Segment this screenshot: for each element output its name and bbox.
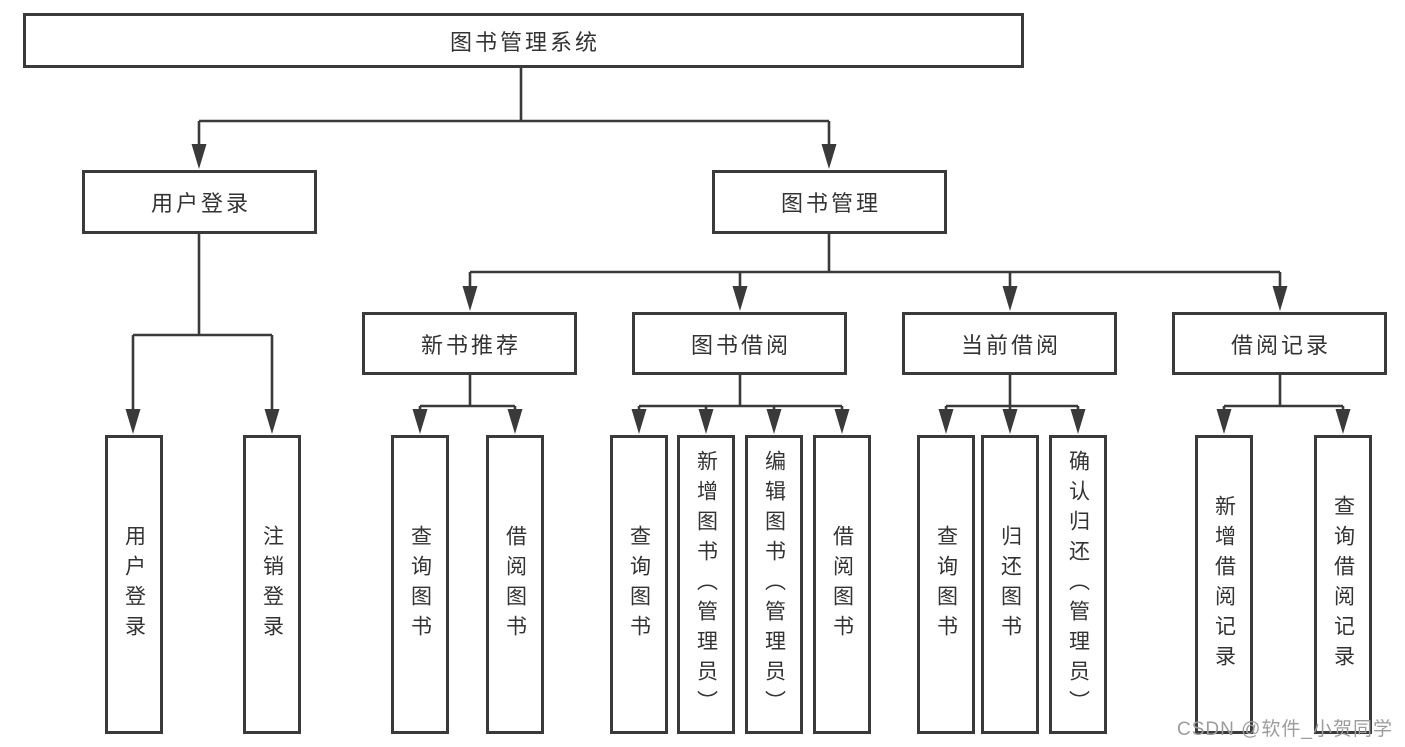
node-user-login-group: 用户登录	[82, 170, 317, 234]
arrowheads	[125, 144, 1351, 434]
leaf-query-books-current: 查询图书	[917, 435, 975, 734]
node-current-borrowing-label: 当前借阅	[960, 332, 1061, 358]
node-borrowing-records-label: 借阅记录	[1230, 332, 1331, 358]
leaf-edit-book-admin: 编辑图书（管理员）	[745, 435, 803, 734]
node-book-management-label: 图书管理	[780, 191, 881, 216]
node-book-management: 图书管理	[712, 170, 947, 234]
leaf-logout: 注销登录	[243, 435, 301, 734]
leaf-borrow-books-recommend: 借阅图书	[486, 435, 544, 734]
node-root-system-label: 图书管理系统	[449, 29, 600, 55]
leaf-query-books-recommend: 查询图书	[391, 435, 449, 734]
leaf-query-books-borrowing: 查询图书	[610, 435, 668, 734]
node-user-login-group-label: 用户登录	[150, 191, 251, 216]
node-borrowing-records: 借阅记录	[1172, 312, 1387, 375]
leaf-user-login: 用户登录	[105, 435, 163, 734]
node-root-system: 图书管理系统	[23, 13, 1024, 68]
node-current-borrowing: 当前借阅	[902, 312, 1117, 375]
leaf-borrow-books-borrowing: 借阅图书	[813, 435, 871, 734]
node-book-borrowing-label: 图书借阅	[690, 332, 791, 358]
leaf-add-book-admin: 新增图书（管理员）	[677, 435, 735, 734]
node-new-book-recommend: 新书推荐	[362, 312, 577, 375]
leaf-query-borrow-record: 查询借阅记录	[1314, 435, 1372, 734]
node-new-book-recommend-label: 新书推荐	[420, 332, 521, 358]
leaf-return-book: 归还图书	[981, 435, 1039, 734]
leaf-add-borrow-record: 新增借阅记录	[1195, 435, 1253, 734]
node-book-borrowing: 图书借阅	[632, 312, 847, 375]
csdn-watermark: CSDN @软件_小贺同学	[1177, 719, 1393, 740]
leaf-confirm-return-admin: 确认归还（管理员）	[1049, 435, 1107, 734]
